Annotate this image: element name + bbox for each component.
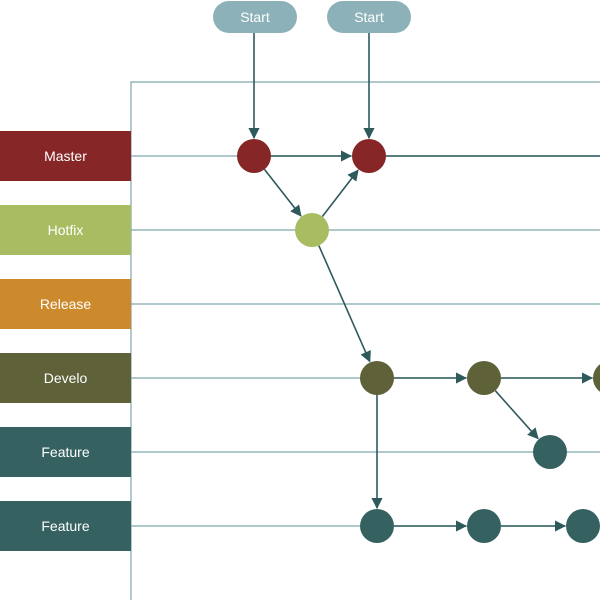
lane-label-feature-1-text: Feature xyxy=(41,444,90,460)
lane-label-feature-1: Feature xyxy=(0,427,131,477)
commit-node-f2b xyxy=(467,509,501,543)
start-node-1: Start xyxy=(213,1,297,33)
commit-node-m2 xyxy=(352,139,386,173)
commit-node-m1 xyxy=(237,139,271,173)
commit-node-d2 xyxy=(467,361,501,395)
edge-m1-to-h1 xyxy=(263,168,302,217)
edge-h1-to-d1 xyxy=(318,245,371,363)
lane-label-hotfix: Hotfix xyxy=(0,205,131,255)
commit-node-d1 xyxy=(360,361,394,395)
lane-label-release: Release xyxy=(0,279,131,329)
commit-node-f2a xyxy=(360,509,394,543)
diagram-frame xyxy=(130,81,600,600)
lane-label-feature-2: Feature xyxy=(0,501,131,551)
lane-label-develop-text: Develo xyxy=(43,370,88,386)
edge-h1-to-m2 xyxy=(321,169,359,218)
start-node-2: Start xyxy=(327,1,411,33)
lane-label-master-text: Master xyxy=(44,148,87,164)
commit-node-d3 xyxy=(593,364,600,392)
lane-label-feature-2-text: Feature xyxy=(41,518,90,534)
commit-node-h1 xyxy=(295,213,329,247)
lane-label-master: Master xyxy=(0,131,131,181)
commit-node-f1a xyxy=(533,435,567,469)
lane-label-hotfix-text: Hotfix xyxy=(47,222,84,238)
lane-label-develop: Develo xyxy=(0,353,131,403)
lane-label-release-text: Release xyxy=(39,296,92,312)
start-label-2: Start xyxy=(354,9,384,25)
edge-d2-to-f1a xyxy=(494,390,539,440)
commit-node-f2c xyxy=(566,509,600,543)
start-label-1: Start xyxy=(240,9,270,25)
